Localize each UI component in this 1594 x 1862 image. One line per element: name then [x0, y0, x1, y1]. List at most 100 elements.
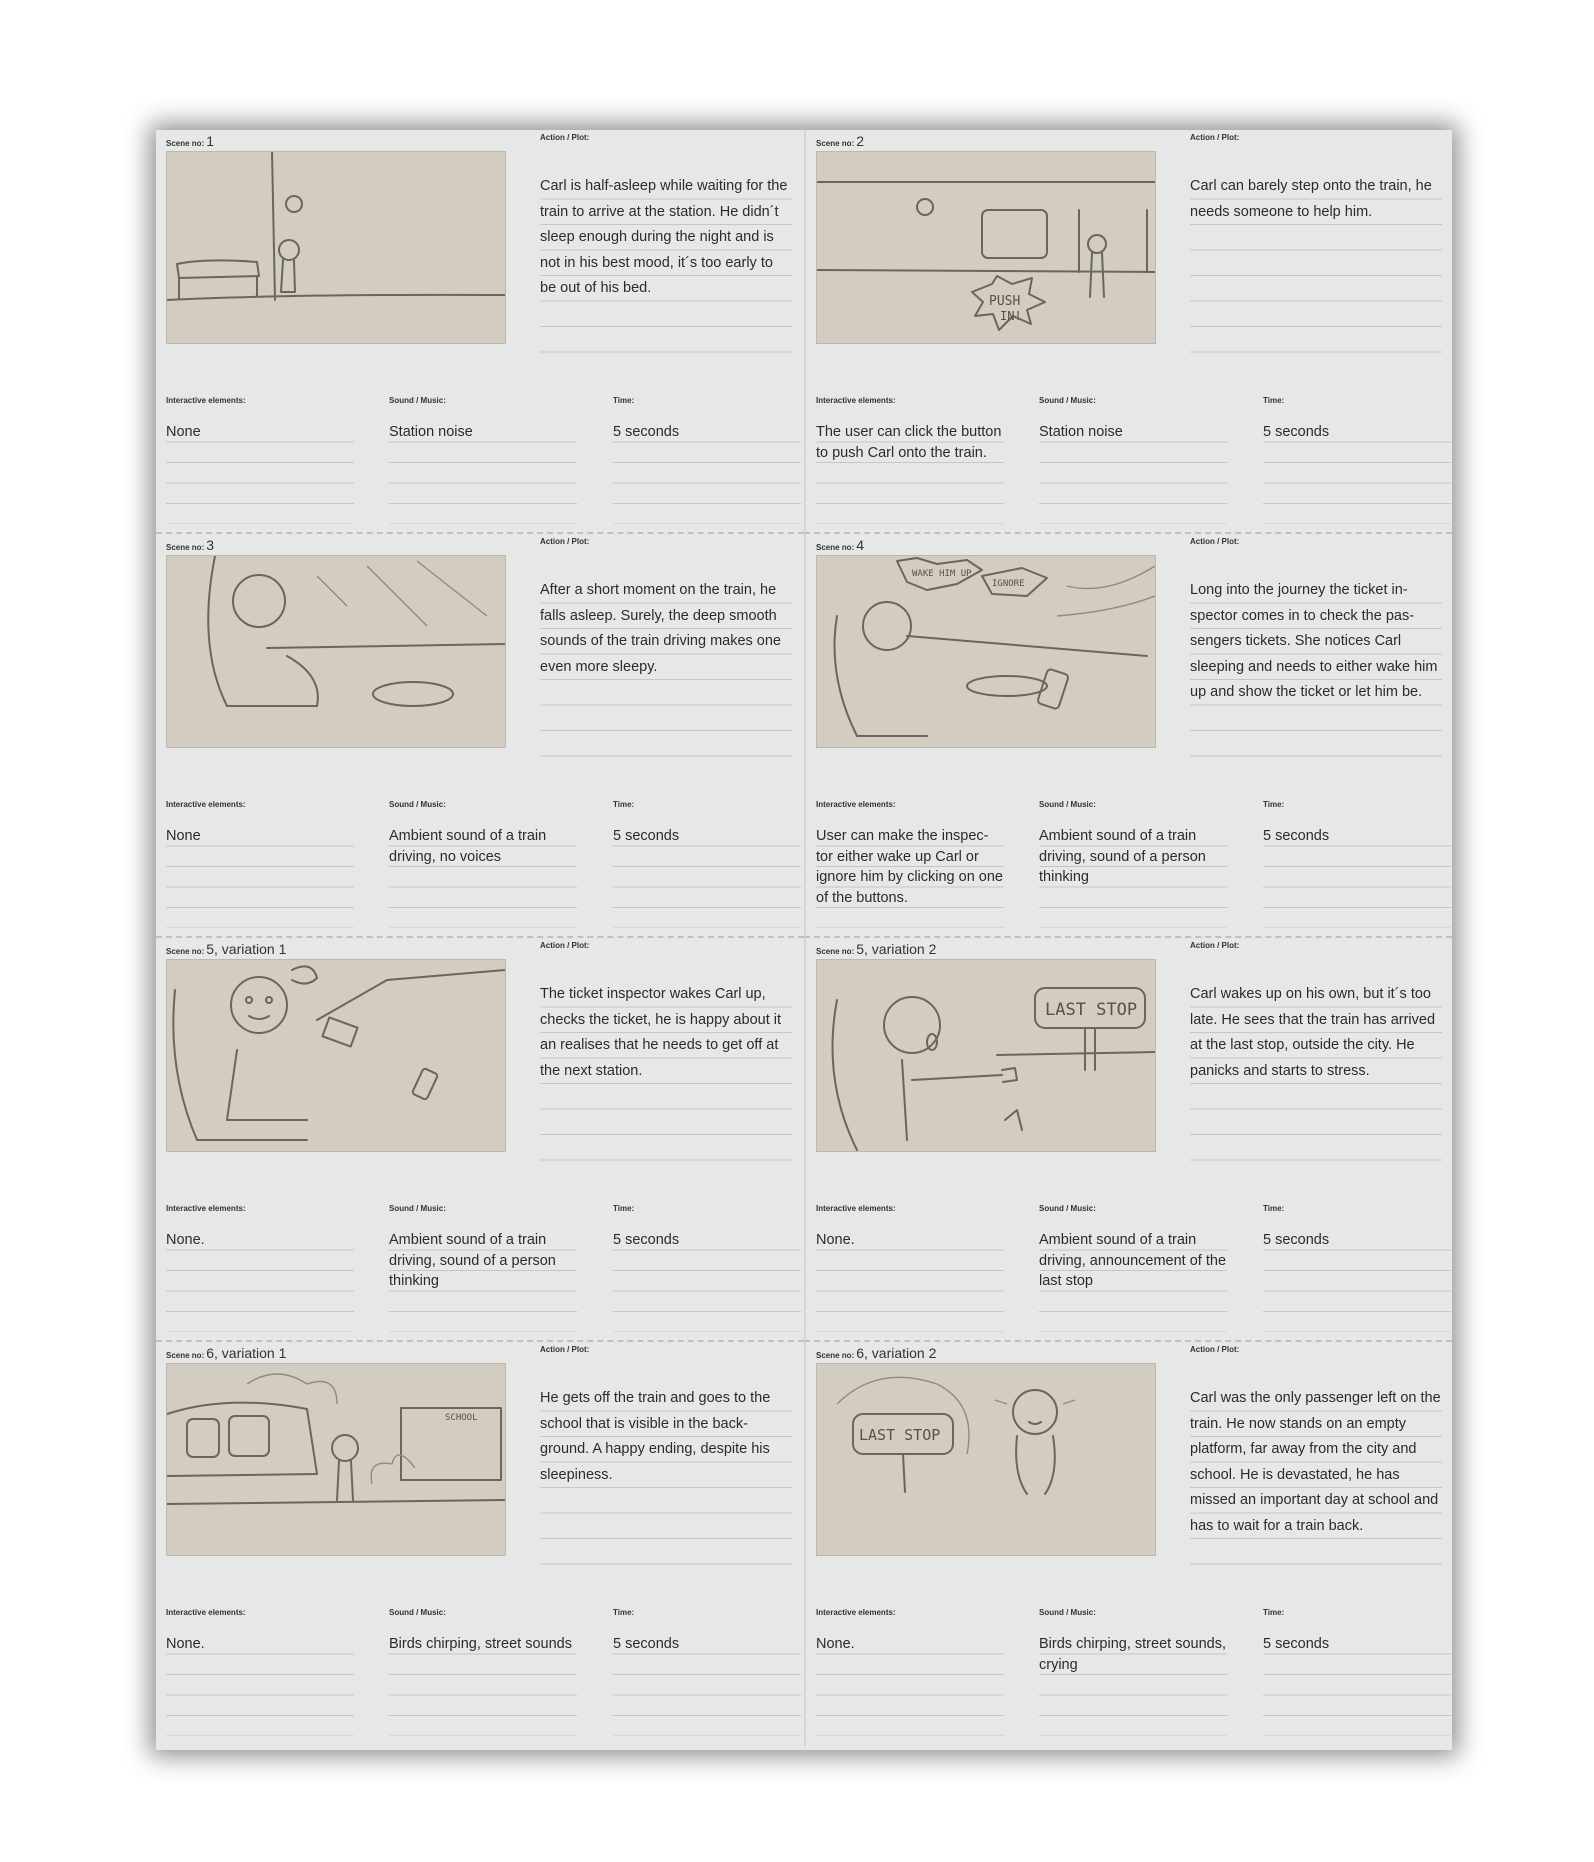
action-text: Carl is half-asleep while waiting for th…: [540, 174, 792, 354]
action-label: Action / Plot:: [540, 1345, 590, 1354]
scene-sketch: PUSH IN!: [816, 151, 1156, 344]
storyboard-sheet: Scene no:1 Action / Plot: Carl is half-a…: [156, 130, 1452, 1750]
scene-no-caption: Scene no:: [166, 947, 205, 956]
time-label: Time:: [613, 800, 635, 809]
interactive-text: None.: [816, 1230, 1004, 1332]
interactive-label: Interactive elements:: [166, 1608, 246, 1617]
action-text: Carl was the only passenger left on the …: [1190, 1386, 1442, 1566]
action-label: Action / Plot:: [1190, 133, 1240, 142]
action-text: He gets off the train and goes to the sc…: [540, 1386, 792, 1566]
scene-card-1: Scene no:1 Action / Plot: Carl is half-a…: [156, 130, 804, 534]
scene-sketch: [166, 555, 506, 748]
scene-no-label: Scene no:6, variation 2: [816, 1345, 936, 1361]
interactive-label: Interactive elements:: [166, 1204, 246, 1213]
scene-no-caption: Scene no:: [816, 543, 855, 552]
time-label: Time:: [613, 396, 635, 405]
time-text: 5 seconds: [1263, 422, 1451, 524]
sound-text: Station noise: [1039, 422, 1227, 524]
scene-card-4: Scene no:4 WAKE HIM UP IGNORE Action / P…: [804, 534, 1452, 938]
scene-no-caption: Scene no:: [816, 1351, 855, 1360]
scene-sketch: SCHOOL: [166, 1363, 506, 1556]
scene-no-label: Scene no:5, variation 1: [166, 941, 286, 957]
interactive-text: None.: [166, 1230, 354, 1332]
scene-no-value: 2: [856, 133, 865, 149]
time-text: 5 seconds: [1263, 1230, 1451, 1332]
time-text: 5 seconds: [1263, 826, 1451, 928]
sound-text: Ambient sound of a train driving, sound …: [389, 1230, 577, 1332]
scene-sketch: [166, 151, 506, 344]
time-text: 5 seconds: [1263, 1634, 1451, 1736]
sound-label: Sound / Music:: [1039, 396, 1096, 405]
scene-no-value: 3: [206, 537, 215, 553]
scene-sketch: WAKE HIM UP IGNORE: [816, 555, 1156, 748]
interactive-text: None.: [166, 1634, 354, 1736]
action-text: After a short moment on the train, he fa…: [540, 578, 792, 758]
time-label: Time:: [613, 1204, 635, 1213]
time-label: Time:: [1263, 396, 1285, 405]
action-text: The ticket inspector wakes Carl up, chec…: [540, 982, 792, 1162]
time-label: Time:: [1263, 800, 1285, 809]
time-text: 5 seconds: [613, 826, 801, 928]
sound-label: Sound / Music:: [389, 396, 446, 405]
scene-card-6-1: Scene no:6, variation 1 SCHOOL Action / …: [156, 1342, 804, 1746]
time-label: Time:: [613, 1608, 635, 1617]
scene-sketch: LAST STOP: [816, 959, 1156, 1152]
interactive-text: User can make the inspec-tor either wake…: [816, 826, 1004, 928]
time-label: Time:: [1263, 1608, 1285, 1617]
sound-text: Birds chirping, street sounds: [389, 1634, 577, 1736]
scene-no-caption: Scene no:: [166, 139, 205, 148]
sound-label: Sound / Music:: [389, 1608, 446, 1617]
action-text: Long into the journey the ticket in-spec…: [1190, 578, 1442, 758]
interactive-label: Interactive elements:: [816, 1608, 896, 1617]
scene-no-caption: Scene no:: [816, 139, 855, 148]
scene-no-value: 5, variation 1: [206, 941, 287, 957]
scene-no-caption: Scene no:: [166, 1351, 205, 1360]
sketch-word-last-stop: LAST STOP: [859, 1426, 940, 1444]
interactive-label: Interactive elements:: [816, 800, 896, 809]
scene-no-label: Scene no:6, variation 1: [166, 1345, 286, 1361]
action-label: Action / Plot:: [540, 133, 590, 142]
scene-card-2: Scene no:2 PUSH IN! Action / Plot: Carl …: [804, 130, 1452, 534]
time-text: 5 seconds: [613, 1634, 801, 1736]
sound-label: Sound / Music:: [389, 800, 446, 809]
sound-text: Ambient sound of a train driving, announ…: [1039, 1230, 1227, 1332]
action-label: Action / Plot:: [1190, 537, 1240, 546]
interactive-text: None.: [816, 1634, 1004, 1736]
scene-card-5-2: Scene no:5, variation 2 LAST STOP Action…: [804, 938, 1452, 1342]
scene-card-6-2: Scene no:6, variation 2 LAST STOP Action…: [804, 1342, 1452, 1746]
action-text: Carl can barely step onto the train, he …: [1190, 174, 1442, 354]
sketch-word-push: PUSH: [989, 294, 1020, 309]
action-label: Action / Plot:: [540, 941, 590, 950]
sketch-word-wake: WAKE HIM UP: [912, 569, 972, 579]
scene-no-value: 6, variation 1: [206, 1345, 287, 1361]
interactive-label: Interactive elements:: [166, 800, 246, 809]
interactive-label: Interactive elements:: [166, 396, 246, 405]
sound-label: Sound / Music:: [1039, 1608, 1096, 1617]
interactive-label: Interactive elements:: [816, 1204, 896, 1213]
interactive-label: Interactive elements:: [816, 396, 896, 405]
sketch-word-ignore: IGNORE: [992, 579, 1025, 589]
sound-text: Ambient sound of a train driving, sound …: [1039, 826, 1227, 928]
scene-no-value: 1: [206, 133, 215, 149]
sound-label: Sound / Music:: [1039, 1204, 1096, 1213]
sketch-word-school: SCHOOL: [445, 1413, 478, 1423]
scene-card-3: Scene no:3 Action / Plot: After a short …: [156, 534, 804, 938]
time-text: 5 seconds: [613, 422, 801, 524]
sound-text: Ambient sound of a train driving, no voi…: [389, 826, 577, 928]
scene-no-label: Scene no:2: [816, 133, 864, 149]
scene-sketch: [166, 959, 506, 1152]
sketch-word-last-stop: LAST STOP: [1045, 1000, 1137, 1020]
interactive-text: The user can click the button to push Ca…: [816, 422, 1004, 524]
scene-no-value: 4: [856, 537, 865, 553]
sound-label: Sound / Music:: [389, 1204, 446, 1213]
interactive-text: None: [166, 422, 354, 524]
action-label: Action / Plot:: [1190, 1345, 1240, 1354]
scene-no-value: 6, variation 2: [856, 1345, 937, 1361]
scene-no-caption: Scene no:: [166, 543, 205, 552]
time-label: Time:: [1263, 1204, 1285, 1213]
sound-label: Sound / Music:: [1039, 800, 1096, 809]
action-label: Action / Plot:: [540, 537, 590, 546]
scene-no-label: Scene no:3: [166, 537, 214, 553]
scene-no-value: 5, variation 2: [856, 941, 937, 957]
time-text: 5 seconds: [613, 1230, 801, 1332]
